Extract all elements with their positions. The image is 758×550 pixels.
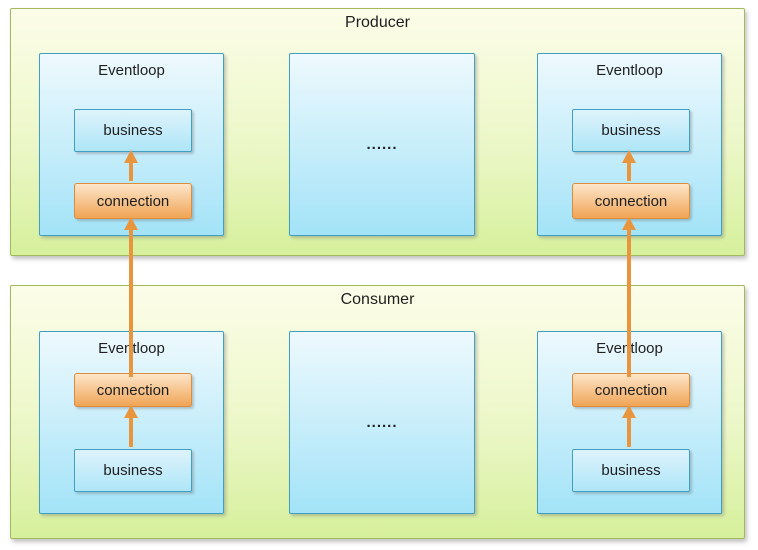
producer-left-business-box: business <box>74 109 192 152</box>
producer-right-connection-box: connection <box>572 183 690 219</box>
eventloop-title: Eventloop <box>596 62 663 79</box>
consumer-eventloop-left: Eventloop connection business <box>39 331 224 514</box>
consumer-container: Consumer Eventloop connection business .… <box>10 285 745 539</box>
consumer-right-business-box: business <box>572 449 690 492</box>
consumer-left-connection-box: connection <box>74 373 192 407</box>
producer-eventloop-right: Eventloop business connection <box>537 53 722 236</box>
consumer-eventloop-right: Eventloop connection business <box>537 331 722 514</box>
ellipsis-text: ...... <box>366 414 398 431</box>
consumer-right-connection-box: connection <box>572 373 690 407</box>
eventloop-title: Eventloop <box>98 62 165 79</box>
eventloop-title: Eventloop <box>98 340 165 357</box>
ellipsis-text: ...... <box>366 136 398 153</box>
producer-eventloop-left: Eventloop business connection <box>39 53 224 236</box>
consumer-title: Consumer <box>340 291 415 308</box>
consumer-ellipsis-box: ...... <box>289 331 475 514</box>
eventloop-title: Eventloop <box>596 340 663 357</box>
consumer-left-business-box: business <box>74 449 192 492</box>
producer-ellipsis-box: ...... <box>289 53 475 236</box>
producer-container: Producer Eventloop business connection .… <box>10 8 745 256</box>
producer-left-connection-box: connection <box>74 183 192 219</box>
producer-right-business-box: business <box>572 109 690 152</box>
producer-title: Producer <box>345 14 410 31</box>
